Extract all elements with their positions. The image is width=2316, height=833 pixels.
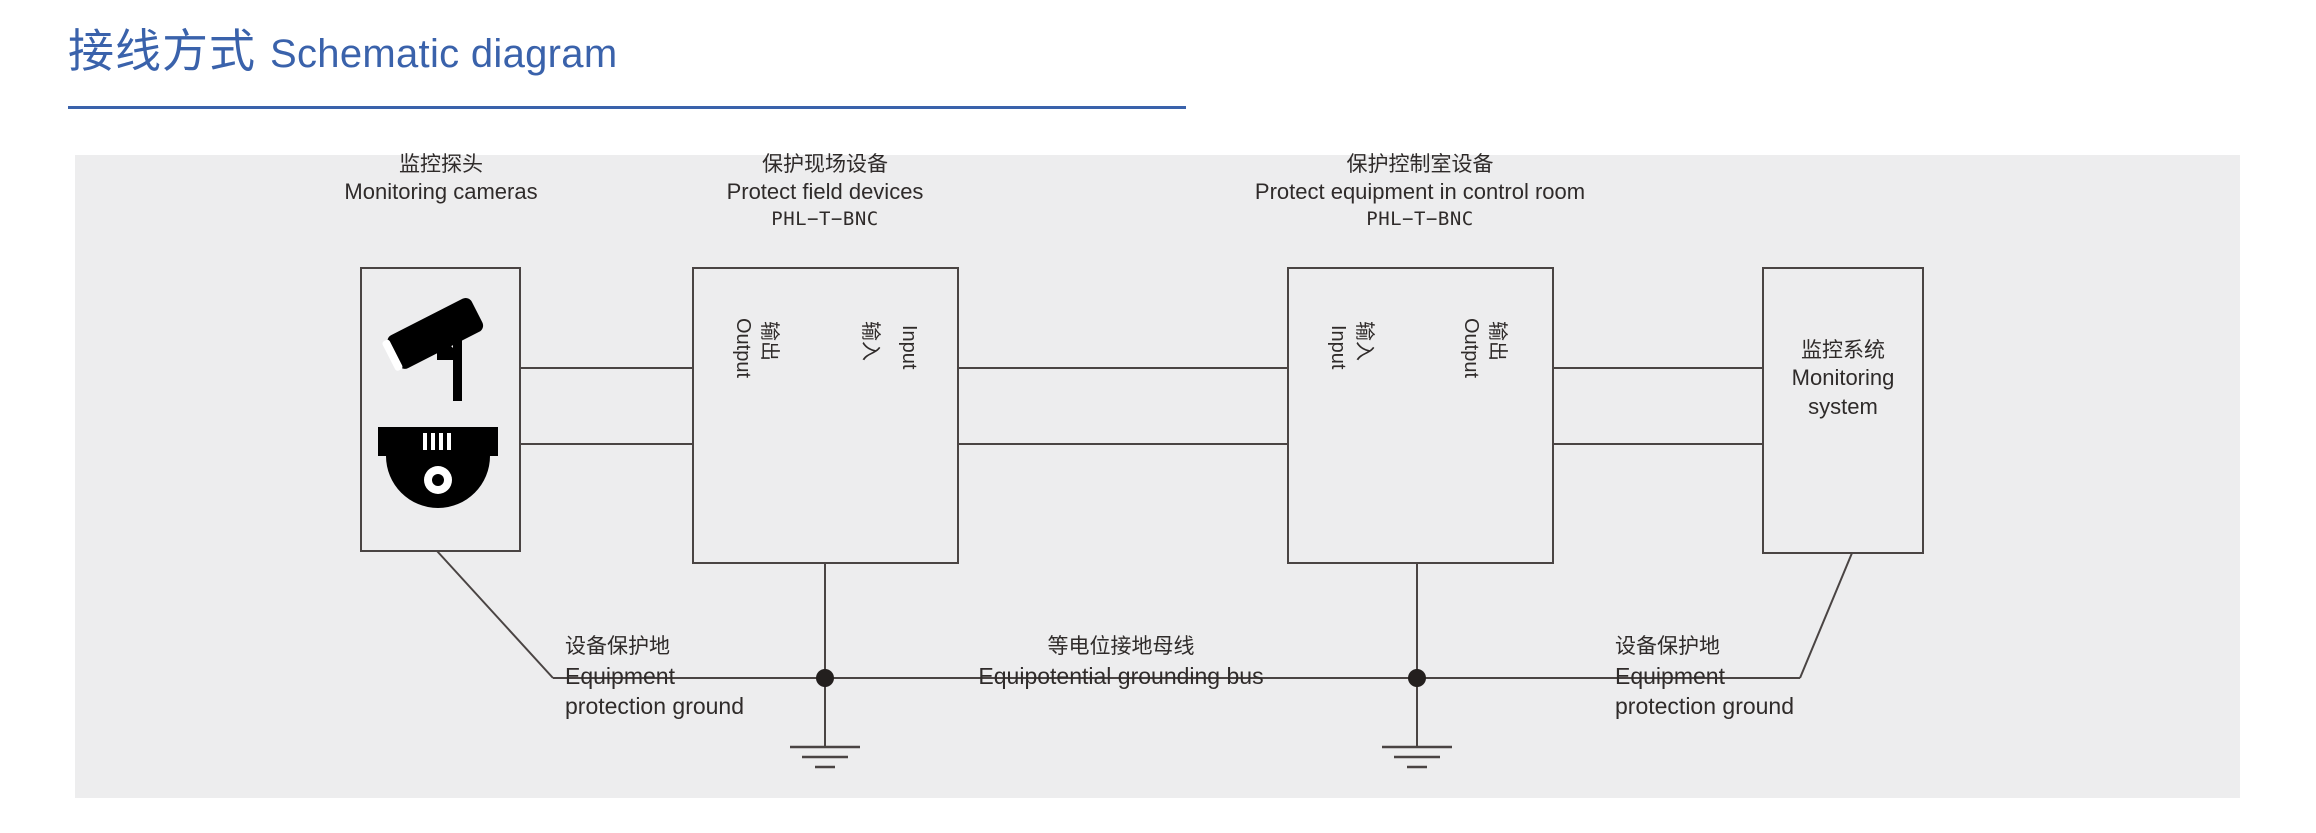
control-room-device-label-cn: 保护控制室设备 — [1346, 152, 1494, 176]
ground-label-right-en-2: protection ground — [1615, 693, 1795, 720]
title-underline-divider — [68, 106, 1186, 109]
ground-lead-monitoring-diagonal — [1799, 552, 1853, 679]
junction-node-right — [1408, 669, 1426, 687]
page-title-en: Schematic diagram — [270, 32, 618, 76]
monitoring-system-label-en-1: Monitoring — [1791, 365, 1895, 391]
control-room-input-port-cn: 输入 — [1353, 321, 1377, 361]
control-room-device-box — [1287, 267, 1554, 564]
monitoring-system-text: 监控系统 Monitoring system — [1763, 337, 1923, 421]
field-device-output-port-en: Output — [732, 318, 754, 379]
camera-block-label-en: Monitoring cameras — [344, 179, 538, 205]
control-room-device-label: 保护控制室设备 Protect equipment in control roo… — [1160, 151, 1680, 232]
control-room-output-port-en: Output — [1460, 318, 1482, 379]
bullet-camera-icon — [382, 298, 484, 401]
field-device-model: PHL−T−BNC — [771, 207, 879, 230]
control-room-device-model: PHL−T−BNC — [1366, 207, 1474, 230]
dome-camera-icon — [378, 427, 498, 508]
earth-ground-symbol-left — [790, 745, 860, 769]
ground-label-right: 设备保护地 Equipment protection ground — [1615, 633, 1794, 721]
schematic-vector-layer — [360, 267, 1924, 769]
field-device-label: 保护现场设备 Protect field devices PHL−T−BNC — [665, 151, 985, 232]
control-room-device-label-en: Protect equipment in control room — [1254, 179, 1586, 205]
ground-bus-label: 等电位接地母线 Equipotential grounding bus — [873, 633, 1369, 691]
monitoring-system-box — [1762, 267, 1924, 554]
field-device-label-cn: 保护现场设备 — [762, 152, 888, 176]
ground-label-right-cn: 设备保护地 — [1615, 634, 1720, 658]
schematic-diagram-panel: 监控探头 Monitoring cameras 保护现场设备 Protect f… — [75, 152, 2240, 798]
page-header: 接线方式 Schematic diagram — [68, 22, 1198, 114]
junction-node-left — [816, 669, 834, 687]
camera-enclosure-box — [360, 267, 521, 552]
earth-ground-symbol-right — [1382, 745, 1452, 769]
ground-label-left-en-1: Equipment — [565, 662, 675, 689]
camera-block-label: 监控探头 Monitoring cameras — [281, 151, 601, 207]
ground-lead-camera-diagonal — [436, 550, 554, 679]
page-title-cn: 接线方式 — [68, 24, 256, 78]
field-device-label-en: Protect field devices — [726, 179, 924, 205]
ground-label-left-en-2: protection ground — [565, 693, 745, 720]
field-device-output-port-cn: 输出 — [758, 321, 782, 361]
ground-bus-label-cn: 等电位接地母线 — [1047, 634, 1195, 658]
field-device-input-port-cn: 输入 — [859, 321, 883, 361]
ground-label-left-cn: 设备保护地 — [565, 634, 670, 658]
control-room-output-port-cn: 输出 — [1486, 321, 1510, 361]
monitoring-system-label-en-2: system — [1808, 393, 1878, 419]
monitoring-system-label-cn: 监控系统 — [1801, 338, 1885, 362]
field-device-input-port-en: Input — [898, 325, 920, 370]
camera-block-label-cn: 监控探头 — [399, 152, 483, 176]
field-device-box — [692, 267, 959, 564]
ground-bus-label-en: Equipotential grounding bus — [978, 662, 1264, 689]
control-room-input-port-en: Input — [1327, 325, 1349, 370]
ground-label-left: 设备保护地 Equipment protection ground — [565, 633, 744, 721]
ground-label-right-en-1: Equipment — [1615, 662, 1725, 689]
